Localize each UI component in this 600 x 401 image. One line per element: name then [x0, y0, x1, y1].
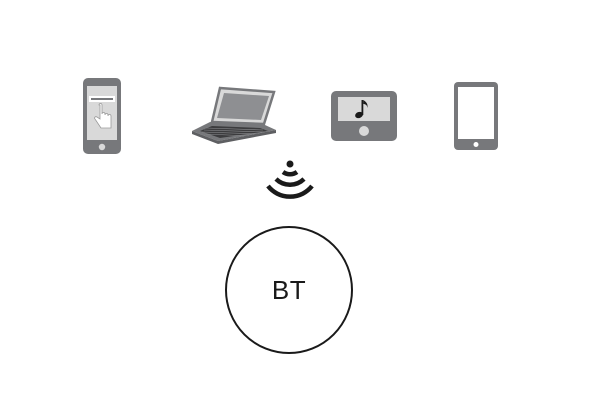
wireless-signal-icon — [266, 160, 314, 199]
laptop-icon — [192, 86, 276, 144]
bt-speaker-circle: BT — [225, 226, 353, 354]
bt-label: BT — [271, 274, 307, 305]
smartphone-touch-icon — [83, 78, 121, 154]
music-player-icon — [331, 91, 397, 141]
tablet-icon — [454, 82, 498, 150]
